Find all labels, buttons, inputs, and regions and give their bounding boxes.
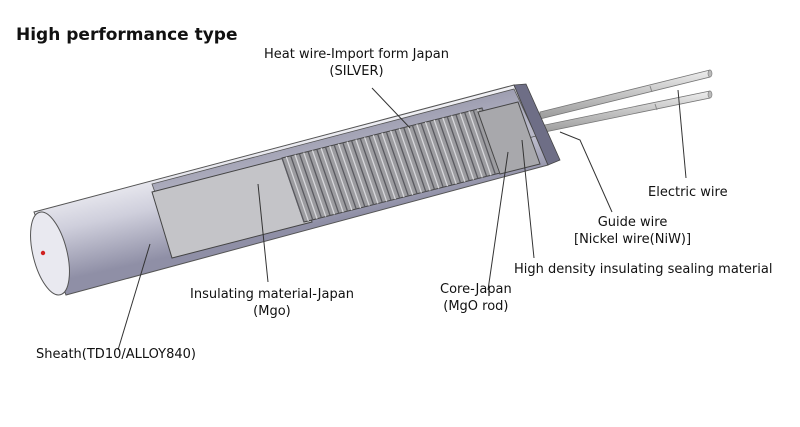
coil-turn — [346, 141, 370, 206]
coil-turn — [442, 117, 466, 182]
coil-turn — [394, 129, 418, 194]
wire-lower-tip — [707, 90, 713, 99]
coil-turn — [372, 134, 396, 200]
coil-turn — [316, 149, 340, 214]
coil-turn — [281, 157, 305, 223]
label-core: Core-Japan (MgO rod) — [440, 281, 512, 315]
label-insulating-material: Insulating material-Japan (Mgo) — [190, 286, 354, 320]
coil-turn — [450, 115, 475, 180]
page-title: High performance type — [16, 25, 238, 45]
coil-turn — [437, 118, 462, 184]
coil-turn — [416, 124, 440, 189]
coil-turn — [342, 142, 366, 207]
leader-sealing — [521, 139, 535, 259]
coil-turn — [294, 154, 318, 219]
label-sealing-material: High density insulating sealing material — [514, 261, 772, 278]
coil-turn — [333, 144, 357, 210]
red-mark — [40, 250, 46, 256]
coil-turn — [377, 133, 401, 199]
coil-turn — [337, 143, 362, 209]
label-sealing-line1: High density insulating sealing material — [514, 262, 773, 277]
leader-electric-wire — [677, 89, 687, 179]
insulating-material-block — [151, 155, 313, 259]
label-guide-wire: Guide wire [Nickel wire(NiW)] — [574, 214, 691, 248]
coil-turn — [290, 155, 314, 221]
coil-turn — [433, 119, 457, 185]
coil-turn — [390, 130, 414, 196]
label-electric-wire-line1: Electric wire — [648, 185, 728, 200]
sheath-end-cap — [513, 83, 561, 166]
sheath-left-end — [30, 211, 70, 296]
coil-turn — [307, 151, 331, 216]
coil-turn — [320, 148, 344, 213]
coil-turn — [407, 126, 431, 191]
coil-turn — [468, 111, 492, 176]
coil-turn — [303, 152, 327, 217]
coil-turn — [298, 153, 323, 218]
coil-turn — [355, 139, 379, 204]
leader-guide-wire — [559, 131, 613, 213]
coil-turn — [285, 156, 309, 222]
label-insulating-line2: (Mgo) — [253, 304, 291, 319]
coil-turn — [359, 138, 383, 203]
coil-turn — [363, 137, 388, 202]
leader-insulating — [257, 183, 269, 283]
coil-turn — [459, 113, 483, 178]
label-electric-wire: Electric wire — [648, 184, 728, 201]
electric-wires — [539, 69, 713, 134]
label-core-line2: (MgO rod) — [443, 299, 509, 314]
label-heat-wire: Heat wire-Import form Japan (SILVER) — [264, 46, 449, 80]
coil-turn — [403, 127, 427, 192]
guide-wire-segment-lower — [654, 103, 658, 111]
coil-turn — [385, 131, 409, 197]
coil-turn — [463, 112, 488, 177]
coil-turn — [455, 114, 479, 179]
coil-turn — [311, 150, 336, 215]
coil-turn — [398, 128, 423, 193]
guide-wire-segment-upper — [649, 85, 653, 93]
leader-heat-wire — [371, 87, 411, 129]
label-heat-wire-line1: Heat wire-Import form Japan — [264, 47, 449, 62]
label-sheath: Sheath(TD10/ALLOY840) — [36, 346, 196, 363]
coil-turn — [324, 146, 349, 212]
label-core-line1: Core-Japan — [440, 282, 512, 297]
coil-turn — [411, 125, 436, 190]
coil-turn — [429, 120, 453, 186]
leader-core — [487, 151, 509, 291]
label-heat-wire-line2: (SILVER) — [329, 64, 384, 79]
label-guide-wire-line1: Guide wire — [597, 215, 668, 230]
coil-turn — [329, 145, 353, 211]
coil-turn — [368, 136, 392, 201]
wire-upper-tip — [707, 69, 713, 78]
heat-wire-coil — [281, 107, 505, 223]
core-block — [477, 101, 541, 175]
coil-turn — [350, 140, 375, 205]
coil-turn — [381, 132, 405, 198]
label-insulating-line1: Insulating material-Japan — [190, 287, 354, 302]
label-guide-wire-line2: [Nickel wire(NiW)] — [574, 232, 692, 247]
leader-lines — [117, 87, 687, 351]
coil-turn — [420, 123, 444, 188]
label-sheath-line1: Sheath(TD10/ALLOY840) — [36, 347, 196, 362]
coil-turn — [424, 121, 449, 187]
coil-turn — [472, 109, 496, 175]
leader-sheath — [117, 243, 151, 351]
coil-turn — [446, 116, 470, 181]
